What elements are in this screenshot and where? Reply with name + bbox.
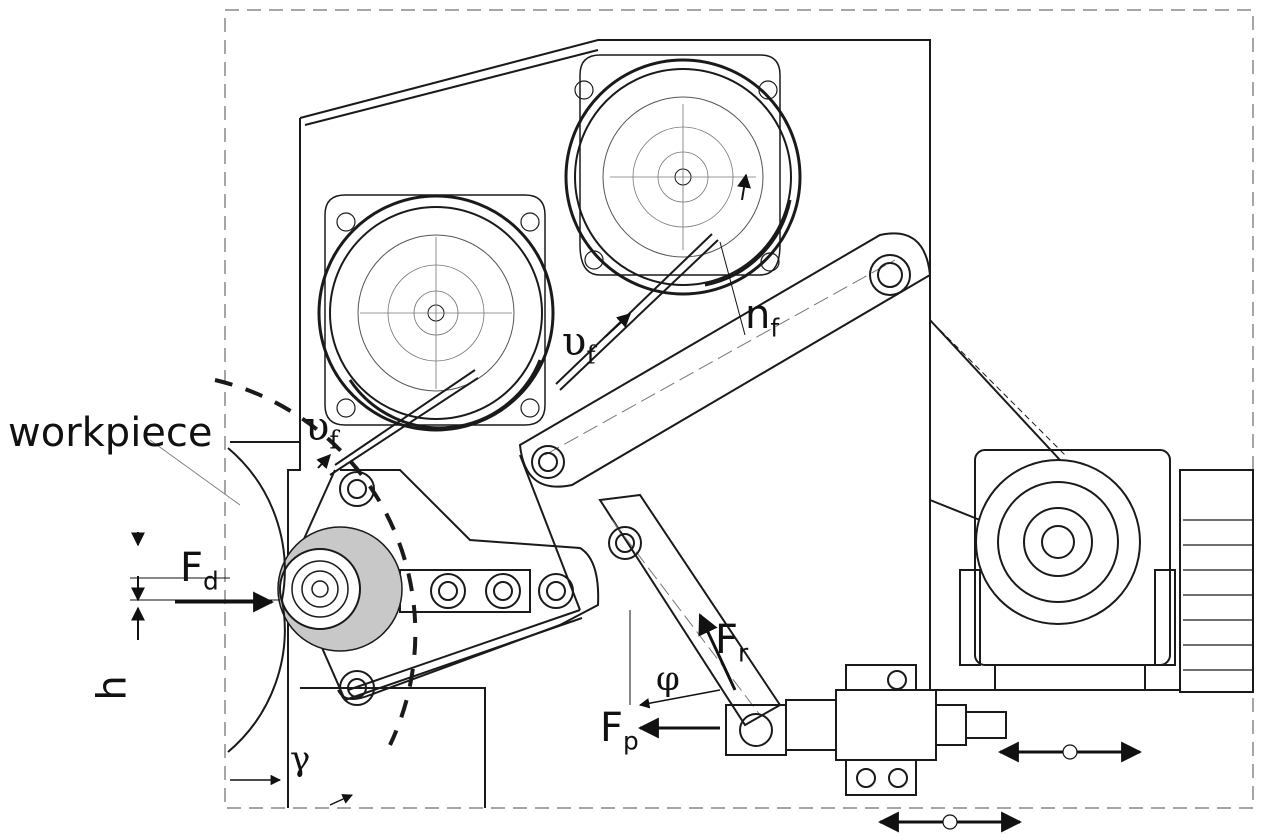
fr-label: Fr <box>715 617 749 668</box>
vf-label-left: υf <box>305 404 339 455</box>
adjust-arrows <box>877 741 1143 833</box>
gamma-label: γ <box>290 739 311 779</box>
pneumatic-cylinder <box>598 493 1007 796</box>
frame-boundary <box>224 9 1254 809</box>
workpiece-arc <box>149 378 418 753</box>
fd-label: Fd <box>180 545 219 596</box>
nf-label: nf <box>745 292 780 343</box>
dimension-lines <box>130 173 751 806</box>
vf-label-top: υf <box>562 319 596 370</box>
fp-label: Fp <box>600 705 639 756</box>
upper-pulley <box>564 54 802 296</box>
gear-motor <box>959 449 1254 693</box>
contact-wheel <box>277 526 403 652</box>
workpiece-label: workpiece <box>8 410 213 456</box>
phi-label: φ <box>656 659 680 699</box>
tension-arm <box>518 232 932 488</box>
h-label: h <box>89 675 136 701</box>
lower-pulley <box>317 194 555 432</box>
